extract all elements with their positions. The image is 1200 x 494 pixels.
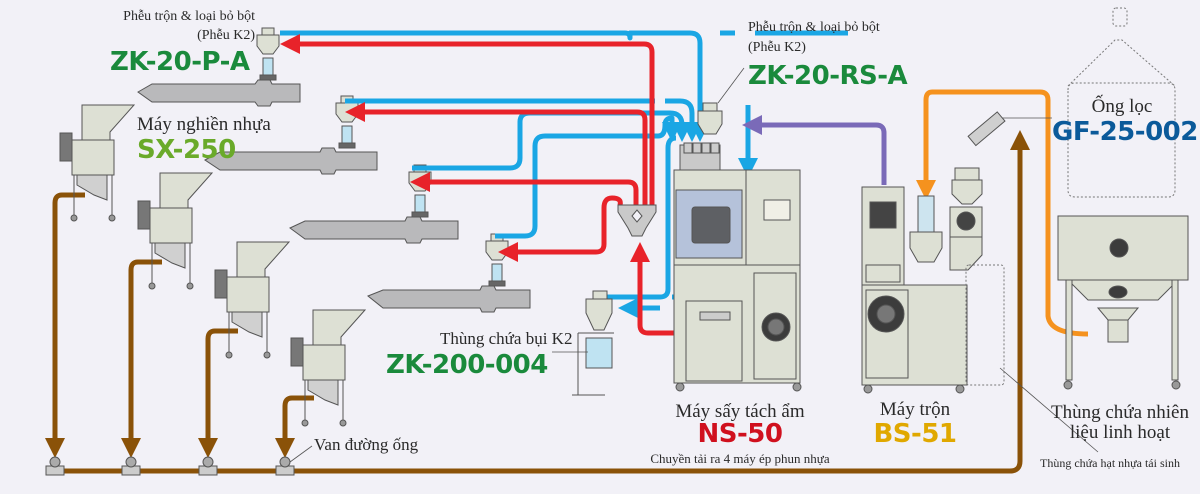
red-line-4 [498, 195, 623, 262]
zk200-desc: Thùng chứa bụi K2 [440, 329, 573, 348]
ns50-note: Chuyền tải ra 4 máy ép phun nhựa [650, 451, 830, 466]
hopper-zk20rsa [697, 102, 723, 135]
blue-line-2 [345, 98, 692, 132]
ns50-model-code: NS-50 [697, 419, 783, 449]
sx250-model-code: SX-250 [137, 135, 236, 165]
dust-collector-zk200 [572, 290, 614, 396]
orange-line [916, 89, 1089, 337]
bs51-desc: Máy trộn [879, 399, 951, 420]
pointer-valve [289, 445, 313, 463]
injection-barrel-1 [137, 79, 301, 107]
brown-drop-2 [121, 259, 162, 458]
granulator [214, 241, 291, 359]
tank-desc-line2: liệu linh hoạt [1069, 422, 1171, 443]
blue-line-3 [412, 110, 692, 171]
pointer-regrind [999, 367, 1099, 453]
material-distributor [617, 204, 657, 237]
injection-barrel-4 [367, 285, 531, 313]
pipe-valve-icon [45, 456, 65, 476]
granulators [59, 104, 367, 427]
injection-barrel-2 [204, 147, 378, 175]
zk20rsa-desc-line1: Phễu trộn & loại bỏ bột [748, 20, 880, 35]
red-line-dryer-out [630, 242, 690, 336]
gf25-desc: Ống lọc [1091, 96, 1153, 117]
pipe-valve-icon [275, 456, 295, 476]
hopper-loader [335, 95, 359, 149]
blue-line-5 [602, 135, 677, 300]
granulator [59, 104, 136, 222]
bs51-model-code: BS-51 [873, 419, 957, 449]
purple-line [742, 115, 887, 185]
tank-desc-line1: Thùng chứa nhiên [1051, 402, 1189, 423]
injection-barrel-3 [289, 216, 459, 244]
zk20pa-desc-line1: Phễu trộn & loại bỏ bột [123, 9, 255, 24]
blue-line-4 [495, 115, 682, 239]
granulator [137, 172, 214, 290]
brown-line-main [62, 130, 1030, 474]
zk20rsa-desc-line2: (Phễu K2) [748, 40, 806, 55]
sx250-desc: Máy nghiền nhựa [137, 114, 271, 135]
granulator [290, 309, 367, 427]
ns50-desc: Máy sấy tách ẩm [675, 401, 805, 422]
brown-drop-4 [275, 395, 314, 458]
gf25-model-code: GF-25-002 [1052, 117, 1198, 147]
hopper-loader [485, 233, 509, 287]
flexible-tank [1057, 7, 1189, 390]
brown-drop-3 [198, 328, 238, 458]
red-line-3 [410, 172, 639, 205]
blue-line-1 [280, 30, 710, 142]
dryer-ns50 [673, 142, 802, 392]
hopper-loader [256, 27, 280, 81]
pointer-rs-a [717, 67, 745, 104]
hopper-loader [408, 164, 432, 218]
zk20rsa-model-code: ZK-20-RS-A [748, 61, 908, 91]
zk20pa-model-code: ZK-20-P-A [110, 47, 250, 77]
red-line-2 [345, 102, 648, 205]
regrind-bin-desc: Thùng chứa hạt nhựa tái sinh [1040, 456, 1180, 470]
brown-drop-1 [45, 192, 85, 458]
pipe-valve-icon [121, 456, 141, 476]
zk200-model-code: ZK-200-004 [386, 350, 548, 380]
zk20pa-desc-line2: (Phễu K2) [197, 28, 255, 43]
red-line-1 [280, 34, 655, 205]
pipe-valves [45, 456, 295, 476]
valve-desc: Van đường ống [314, 435, 419, 454]
pipe-valve-icon [198, 456, 218, 476]
mixer-bs51 [861, 111, 1006, 394]
